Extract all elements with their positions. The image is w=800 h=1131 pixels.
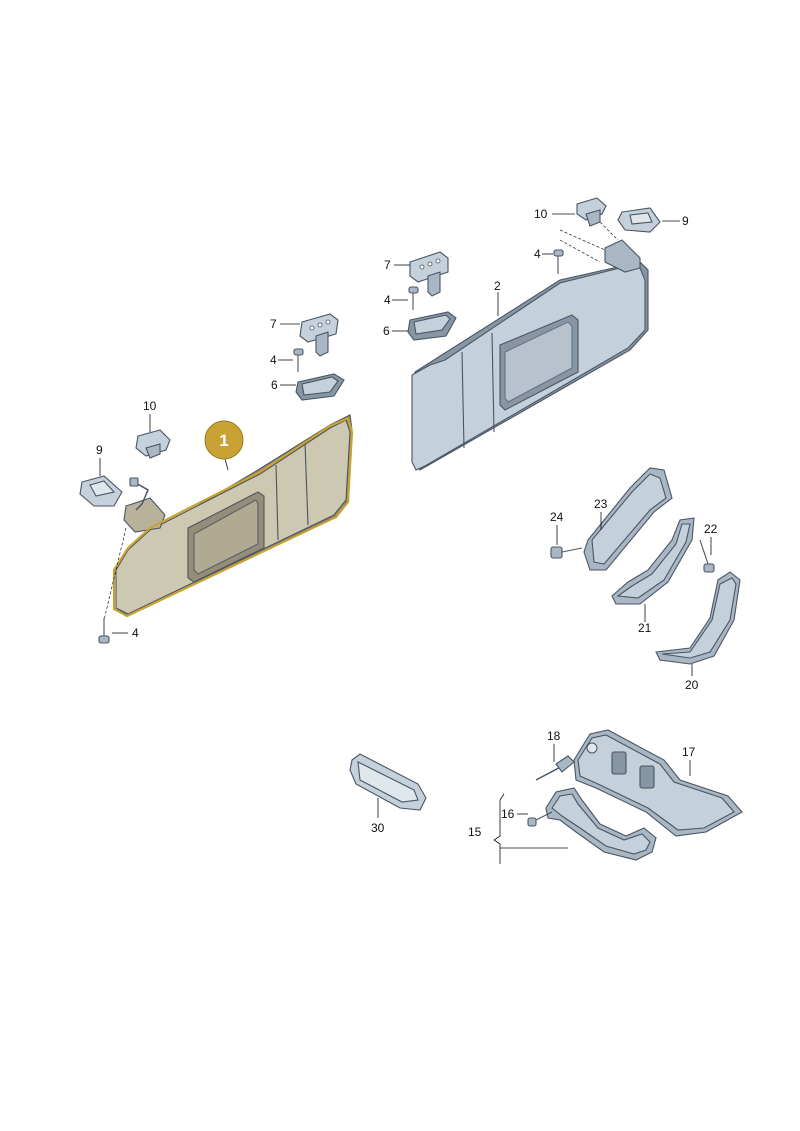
mounting-bracket-left[interactable] — [299, 313, 339, 357]
label-15-bracket: 15 — [468, 793, 568, 864]
svg-text:4: 4 — [384, 293, 391, 307]
mounting-bracket-mid[interactable] — [409, 251, 449, 297]
svg-text:4: 4 — [270, 353, 277, 367]
assembly-line-left — [103, 527, 127, 621]
svg-text:6: 6 — [383, 324, 390, 338]
label-17: 17 — [682, 745, 696, 776]
cover-left[interactable] — [295, 373, 345, 401]
label-4-left-top: 4 — [270, 353, 293, 367]
label-4-left-bottom: 4 — [112, 626, 139, 640]
screw-left-bottom[interactable] — [98, 618, 110, 644]
svg-text:10: 10 — [143, 399, 157, 413]
svg-text:4: 4 — [132, 626, 139, 640]
svg-text:24: 24 — [550, 510, 564, 524]
label-21: 21 — [638, 604, 652, 635]
svg-text:9: 9 — [682, 214, 689, 228]
label-7-mid: 7 — [384, 258, 410, 272]
screw-24[interactable] — [550, 546, 583, 559]
label-6-mid: 6 — [383, 324, 408, 338]
visor-clip-left[interactable] — [135, 429, 171, 459]
grab-handle[interactable] — [545, 787, 657, 861]
svg-text:18: 18 — [547, 729, 561, 743]
assembly-line-right-b — [559, 239, 601, 263]
svg-text:20: 20 — [685, 678, 699, 692]
svg-text:7: 7 — [270, 317, 277, 331]
svg-text:7: 7 — [384, 258, 391, 272]
handle-bracket-17[interactable] — [573, 729, 743, 837]
svg-text:10: 10 — [534, 207, 548, 221]
trim-20[interactable] — [655, 571, 741, 665]
clip-18[interactable] — [535, 755, 575, 781]
assembly-line-right-c — [599, 221, 619, 241]
highlight-badge[interactable]: 1 — [204, 420, 244, 471]
cover-cap-right[interactable] — [617, 207, 661, 233]
cover-cap-left[interactable] — [79, 475, 123, 507]
label-7-left: 7 — [270, 317, 300, 331]
cover-mid[interactable] — [407, 311, 457, 341]
svg-text:15: 15 — [468, 825, 482, 839]
label-4-right: 4 — [534, 247, 553, 261]
label-23: 23 — [594, 497, 608, 530]
svg-text:16: 16 — [501, 807, 515, 821]
label-10-right: 10 — [534, 207, 575, 221]
label-30: 30 — [371, 798, 385, 835]
svg-text:21: 21 — [638, 621, 652, 635]
label-10-left: 10 — [143, 399, 157, 432]
screw-right[interactable] — [553, 249, 564, 274]
label-4-mid: 4 — [384, 293, 408, 307]
svg-text:9: 9 — [96, 443, 103, 457]
assembly-line-right-a — [559, 229, 606, 251]
label-24: 24 — [550, 510, 564, 545]
label-22: 22 — [704, 522, 718, 555]
bracket-23[interactable] — [583, 467, 673, 571]
label-2: 2 — [494, 279, 501, 316]
wiring-connector-left[interactable] — [129, 477, 149, 511]
label-16: 16 — [501, 807, 528, 821]
label-6-left: 6 — [271, 378, 296, 392]
svg-text:6: 6 — [271, 378, 278, 392]
screw-mid[interactable] — [408, 286, 419, 310]
svg-text:23: 23 — [594, 497, 608, 511]
svg-text:30: 30 — [371, 821, 385, 835]
label-18: 18 — [547, 729, 561, 762]
screw-left-top[interactable] — [293, 348, 304, 372]
svg-text:22: 22 — [704, 522, 718, 536]
sun-visor-right[interactable] — [411, 239, 649, 471]
screw-22[interactable] — [699, 539, 715, 573]
screw-16[interactable] — [527, 811, 553, 827]
label-9-left: 9 — [96, 443, 103, 476]
svg-text:17: 17 — [682, 745, 696, 759]
trim-21[interactable] — [611, 517, 695, 605]
sun-visor-left[interactable] — [112, 414, 354, 618]
cover-30[interactable] — [349, 753, 427, 811]
label-9-right: 9 — [662, 214, 689, 228]
svg-text:1: 1 — [219, 431, 228, 450]
visor-clip-right[interactable] — [576, 197, 607, 227]
svg-text:2: 2 — [494, 279, 501, 293]
label-20: 20 — [685, 664, 699, 692]
svg-text:4: 4 — [534, 247, 541, 261]
